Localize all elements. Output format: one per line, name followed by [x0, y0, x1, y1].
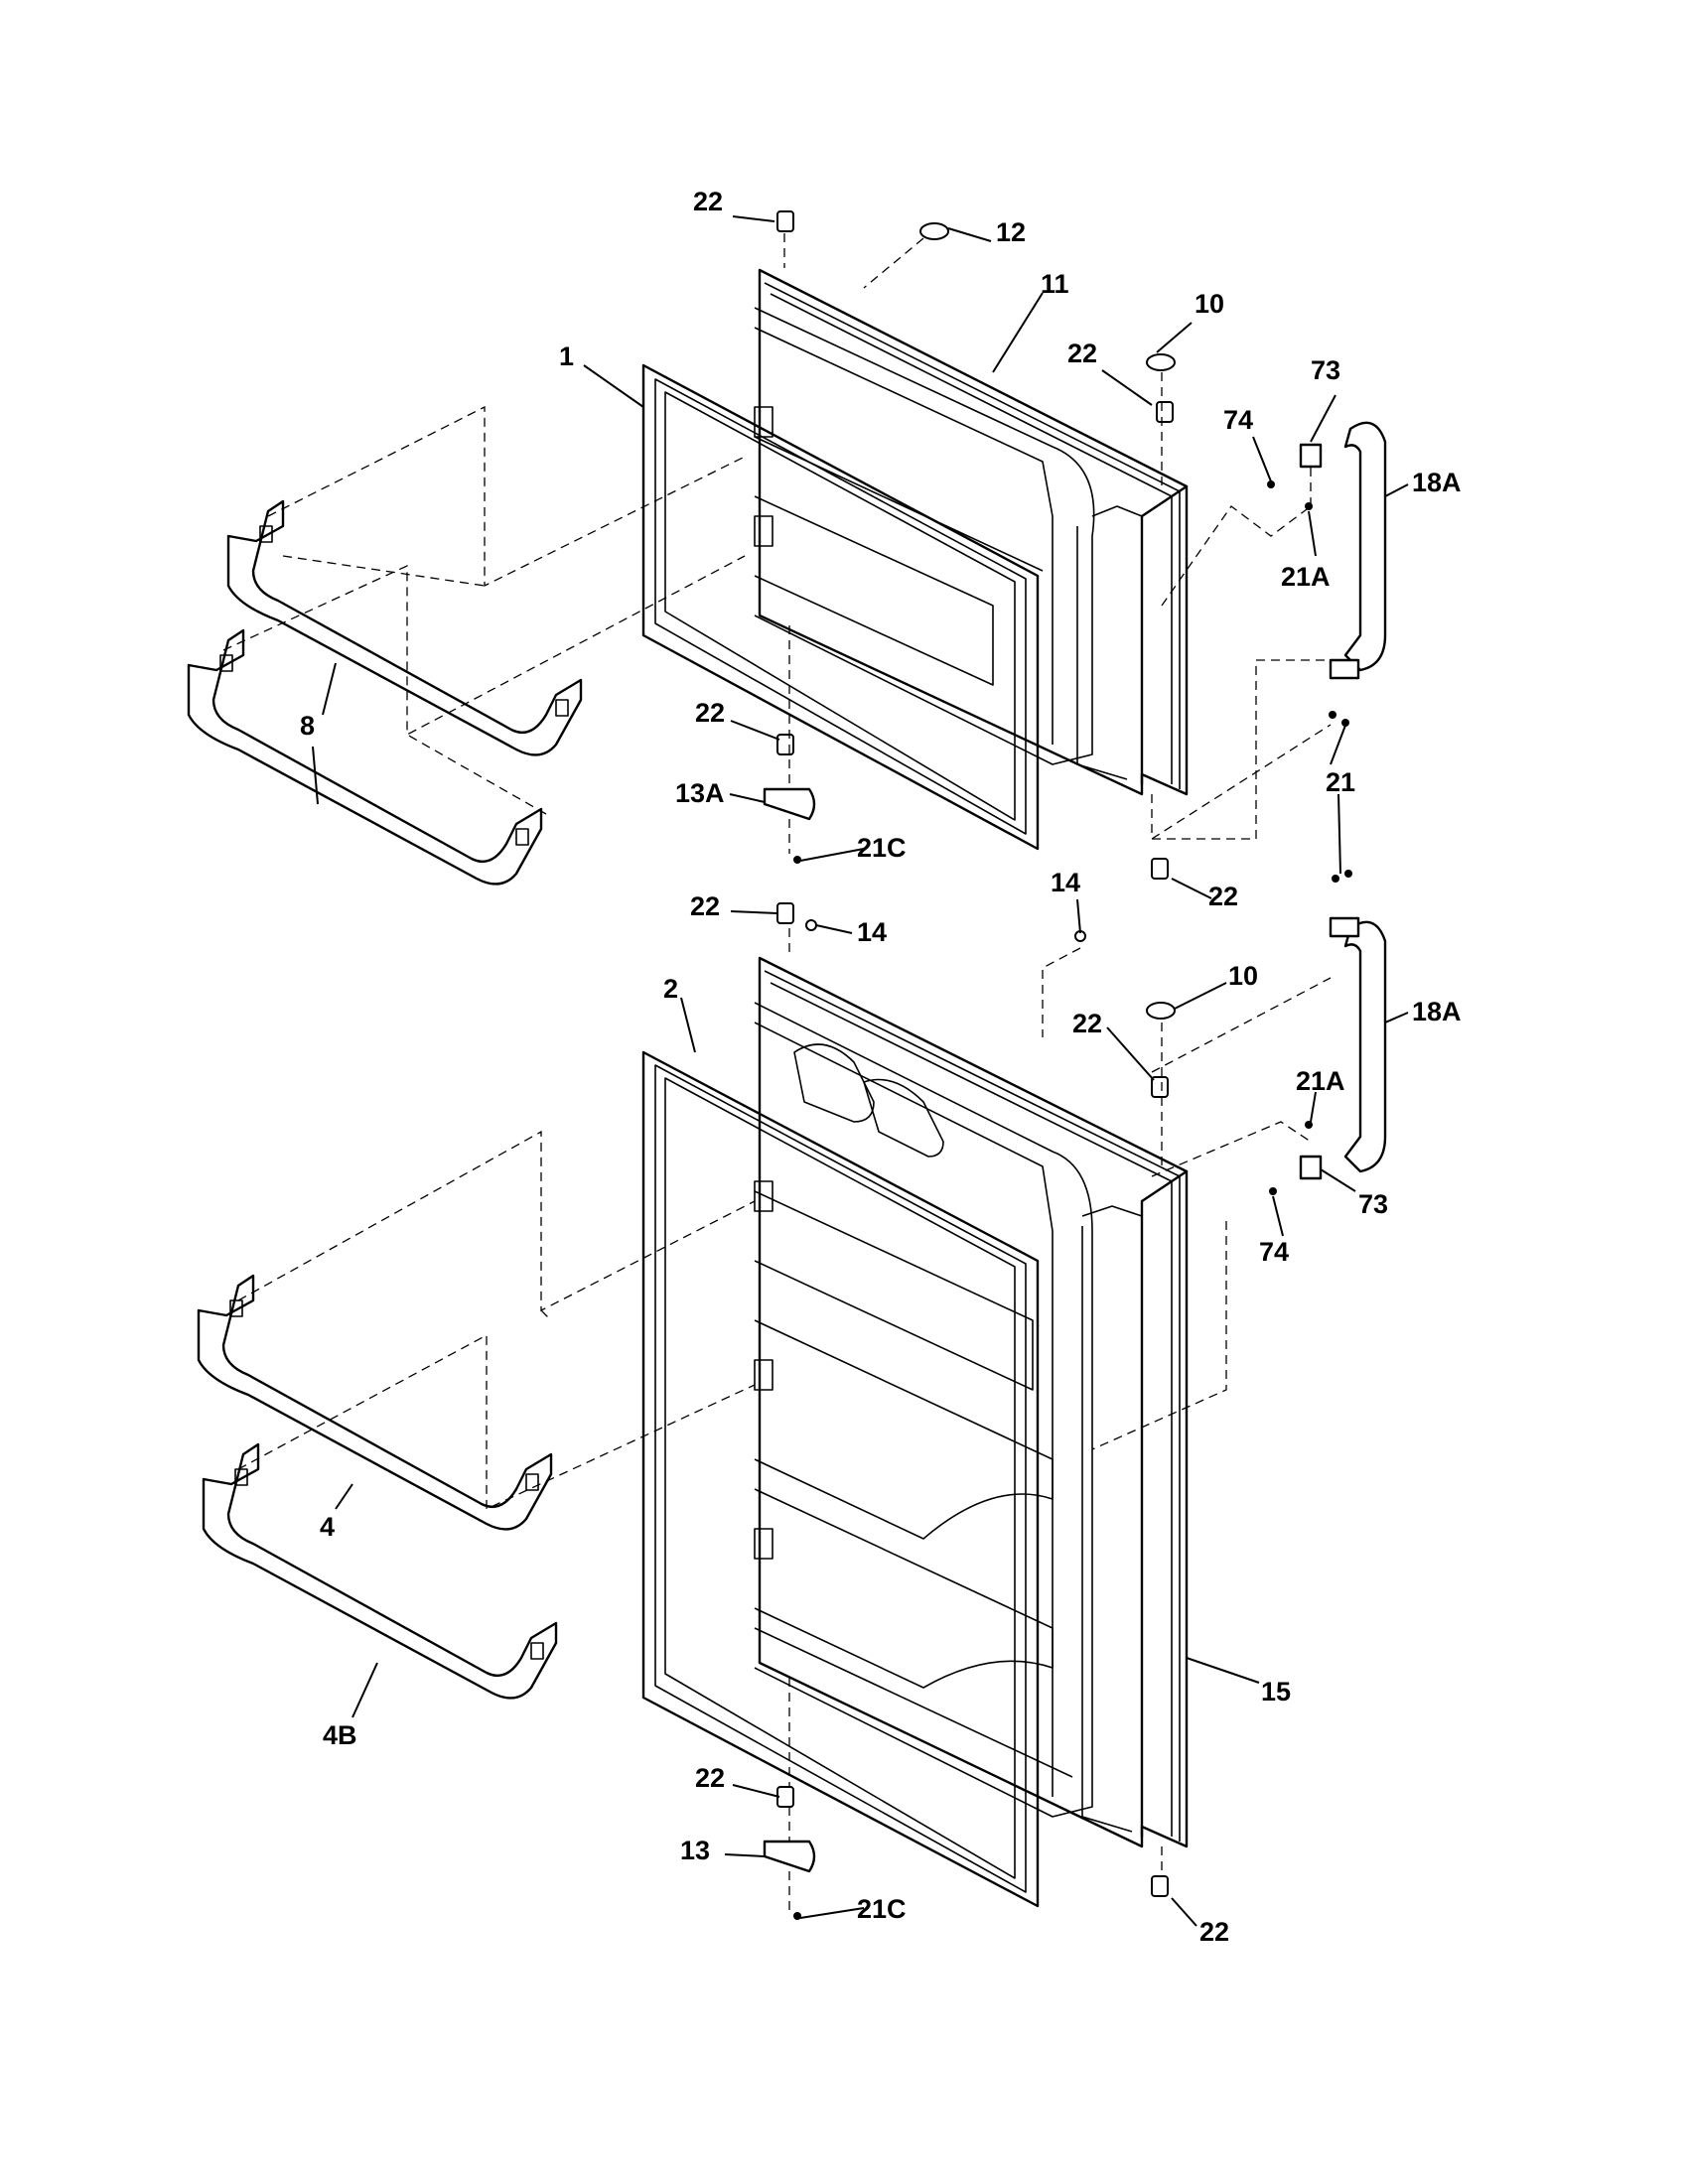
freezer-door-gasket [641, 363, 1040, 851]
callout-14-left: 14 [857, 917, 887, 947]
callout-13: 13 [680, 1836, 710, 1865]
callout-1: 1 [559, 341, 574, 371]
assembly-lines [222, 233, 1332, 1911]
hinge-plate-icon [763, 787, 816, 1873]
handle-clip-icon [1299, 443, 1323, 469]
callout-11: 11 [1041, 269, 1069, 299]
callout-22-lower-right: 22 [1072, 1009, 1102, 1038]
callout-21a-top: 21A [1281, 562, 1331, 592]
callout-22-top-right: 22 [1067, 339, 1097, 368]
leader-lines [312, 215, 1409, 1927]
callout-18a-bottom: 18A [1412, 997, 1462, 1026]
callout-21c-top: 21C [857, 833, 907, 863]
callout-10-top: 10 [1195, 289, 1224, 319]
door-shelf-upper-2 [187, 628, 543, 886]
door-shelf-lower-4b [202, 1442, 558, 1700]
freezer-door-outer [754, 268, 1189, 796]
door-handle-upper [1329, 421, 1387, 680]
callout-2: 2 [663, 974, 678, 1004]
callout-22-lower-top: 22 [690, 891, 720, 921]
callout-22-top-left: 22 [693, 187, 723, 216]
callout-74-top: 74 [1223, 405, 1253, 435]
callout-4: 4 [320, 1512, 335, 1542]
callout-22-mid-left: 22 [695, 698, 725, 728]
callout-21a-bottom: 21A [1296, 1066, 1345, 1096]
callout-22-bottom-right: 22 [1199, 1917, 1229, 1947]
hole-plug-icon [1146, 1002, 1176, 1020]
callout-15: 15 [1261, 1677, 1291, 1706]
hinge-bushing-icon [776, 210, 1174, 1897]
callout-4b: 4B [323, 1720, 357, 1750]
callout-73-top: 73 [1311, 355, 1340, 385]
callout-13a: 13A [675, 778, 725, 808]
fresh-food-door-outer [754, 956, 1189, 1848]
door-handle-lower [1329, 916, 1387, 1173]
callout-10-bottom: 10 [1228, 961, 1258, 991]
small-screw-icon [793, 480, 1352, 1920]
callout-14-right: 14 [1051, 868, 1080, 897]
callout-12: 12 [996, 217, 1026, 247]
callout-8: 8 [300, 711, 315, 741]
door-shelf-lower-4 [197, 1274, 553, 1531]
callout-73-bottom: 73 [1358, 1189, 1388, 1219]
callout-22-mid-right: 22 [1208, 882, 1238, 911]
fresh-food-door-gasket [641, 1050, 1040, 1908]
door-shelf-upper-1 [226, 499, 583, 756]
handle-clip-icon [1299, 1155, 1323, 1180]
hole-plug-icon [919, 222, 949, 240]
callout-21c-bottom: 21C [857, 1894, 907, 1924]
hole-plug-icon [1146, 353, 1176, 371]
callout-21: 21 [1326, 767, 1355, 797]
callout-18a-top: 18A [1412, 468, 1462, 497]
callout-74-bottom: 74 [1259, 1237, 1289, 1267]
callout-22-bottom-left: 22 [695, 1763, 725, 1793]
